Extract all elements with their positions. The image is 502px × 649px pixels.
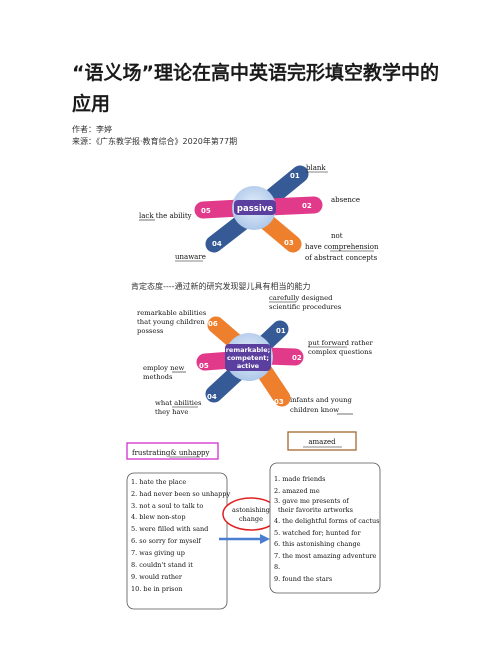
label2-6a: remarkable abilities	[137, 309, 207, 317]
figure-passive-diagram: 01 02 03 04 05 passive blank absence not…	[139, 164, 379, 262]
right-arrow	[219, 534, 270, 544]
right-item-4: 4. the delightful forms of cactus	[274, 517, 380, 525]
article-source: 来源：《广东教学报·教育综合》2020年第77期	[72, 137, 238, 146]
label-absence: absence	[331, 196, 360, 204]
label2-4b: they have	[155, 408, 188, 416]
num2-04: 04	[207, 393, 217, 401]
center-oval-line2: change	[239, 515, 263, 523]
label2-1b: scientific procedures	[269, 303, 342, 311]
left-item-6: 6. so sorry for myself	[131, 537, 201, 545]
article-author: 作者：李婷	[72, 125, 112, 134]
num2-01: 01	[276, 327, 286, 335]
right-item-3: 3. gave me presents of	[274, 497, 349, 505]
left-item-10: 10. be in prison	[131, 585, 183, 593]
label2-3a: infants and young	[290, 396, 353, 404]
article-title: “语义场”理论在高中英语完形填空教学中的应用	[72, 62, 439, 115]
center-badge	[234, 200, 276, 215]
right-item-7: 7. the most amazing adventure	[274, 552, 377, 560]
num-02: 02	[302, 202, 312, 210]
num2-02: 02	[292, 354, 302, 362]
right-list-box	[269, 462, 381, 594]
left-item-3: 3. not a soul to talk to	[131, 502, 203, 510]
right-header-label: amazed	[308, 438, 336, 446]
left-item-2: 2. had never been so unhappy	[131, 490, 230, 498]
num2-05: 05	[199, 362, 209, 370]
right-item-2: 2. amazed me	[274, 487, 320, 495]
num2-06: 06	[208, 320, 218, 328]
center-label-passive: passive	[237, 204, 273, 214]
center2-badge	[225, 344, 271, 371]
num-04: 04	[212, 240, 222, 248]
center2-line3: active	[237, 362, 260, 370]
right-item-6: 6. this astonishing change	[274, 540, 361, 548]
left-item-5: 5. were filled with sand	[131, 525, 208, 533]
left-item-9: 9. would rather	[131, 573, 183, 581]
right-item-5: 5. watched for; hunted for	[274, 529, 361, 537]
figure-positive-diagram: 01 02 03 04 05 06 remarkable; competent;…	[137, 294, 374, 416]
label-abstract-concepts: of abstract concepts	[305, 254, 378, 262]
num2-03: 03	[274, 398, 284, 406]
left-list: 1. hate the place 2. had never been so u…	[131, 478, 230, 593]
right-list: 1. made friends 2. amazed me 3. gave me …	[274, 475, 380, 583]
figure-mood-change: frustrating& unhappy amazed 1. hate the …	[126, 431, 381, 610]
center-oval-line1: astonishing	[232, 506, 270, 514]
label2-1a: carefully designed	[269, 294, 333, 302]
label2-3b: children know	[290, 406, 339, 414]
num-05: 05	[201, 207, 211, 215]
left-item-1: 1. hate the place	[131, 478, 186, 486]
label-blank: blank	[306, 164, 326, 172]
label2-2a: put forward rather	[308, 339, 374, 347]
right-header-box	[287, 431, 357, 451]
figure2-caption: 肯定态度----通过新的研究发现婴儿具有相当的能力	[131, 281, 311, 291]
label-have-comprehension: have comprehension	[305, 243, 379, 251]
num-03: 03	[284, 239, 294, 247]
right-item-3b: their favorite artworks	[278, 506, 353, 514]
left-header-box	[126, 442, 219, 460]
center2-line1: remarkable;	[226, 346, 271, 354]
left-list-box	[126, 472, 228, 610]
label-lack-ability: lack the ability	[139, 212, 192, 220]
left-header-label: frustrating& unhappy	[132, 449, 210, 457]
center2-line2: competent;	[227, 354, 269, 362]
right-item-8: 8.	[274, 563, 280, 571]
label2-5a: employ new	[143, 364, 184, 372]
num-01: 01	[290, 172, 300, 180]
label2-6b: that young children	[137, 318, 205, 326]
label2-6c: possess	[137, 327, 164, 335]
label-unaware: unaware	[175, 253, 206, 261]
label2-2b: complex questions	[308, 348, 372, 356]
right-item-9: 9. found the stars	[274, 575, 332, 583]
label2-4a: what abilities	[155, 399, 202, 407]
label-not: not	[331, 232, 343, 240]
left-item-4: 4. blew non-stop	[131, 513, 186, 521]
right-item-1: 1. made friends	[274, 475, 326, 483]
left-item-8: 8. couldn't stand it	[131, 561, 193, 569]
label2-5b: methods	[143, 373, 173, 381]
left-item-7: 7. was giving up	[131, 549, 185, 557]
